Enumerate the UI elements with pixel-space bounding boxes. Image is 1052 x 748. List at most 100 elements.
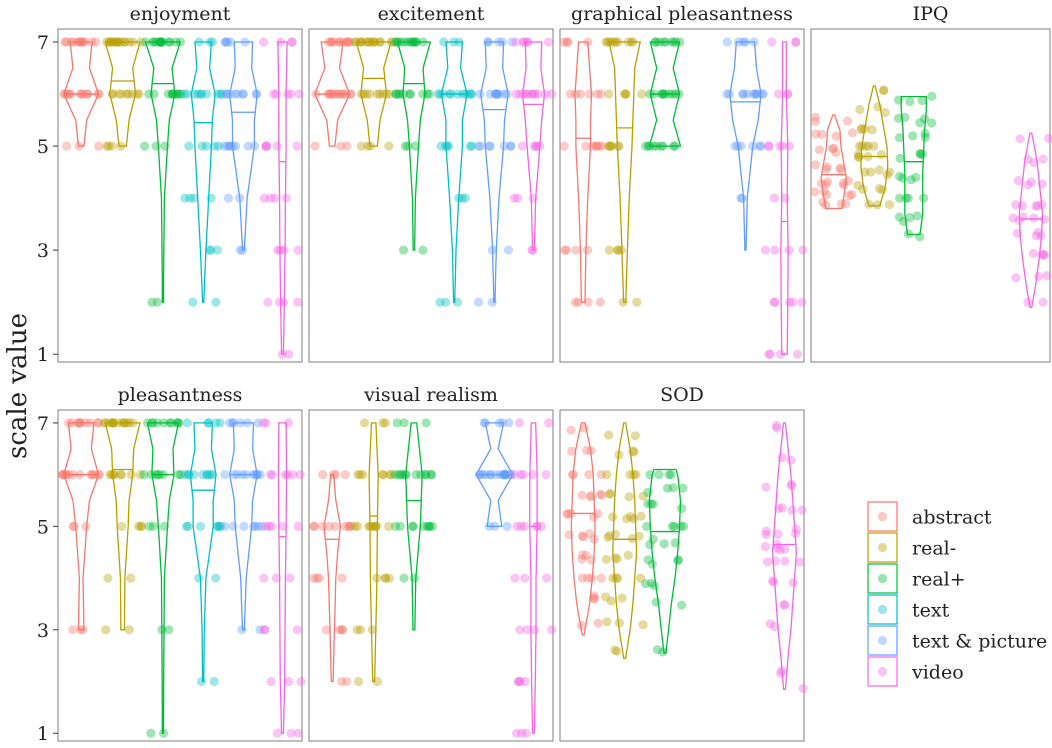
data-point (206, 245, 216, 255)
data-point (602, 470, 612, 480)
data-point (752, 89, 762, 99)
data-point (810, 112, 820, 122)
data-point (529, 625, 540, 635)
data-point (917, 149, 928, 159)
violin-real (391, 37, 434, 255)
violin-real (601, 422, 648, 659)
data-point (179, 89, 189, 99)
violin-real (641, 468, 689, 657)
data-point (223, 193, 233, 203)
data-point (597, 141, 607, 151)
data-point (1032, 201, 1043, 211)
violin-real (853, 85, 895, 210)
data-point (114, 89, 124, 99)
data-point (646, 578, 657, 588)
data-point (399, 573, 409, 583)
data-point (225, 418, 235, 428)
data-point (398, 470, 408, 480)
data-point (573, 297, 583, 307)
data-point (623, 550, 633, 560)
data-point (173, 470, 184, 480)
data-point (769, 193, 780, 203)
data-point (788, 578, 798, 588)
data-point (460, 193, 470, 203)
data-point (122, 89, 132, 99)
data-point (911, 172, 921, 182)
data-point (123, 89, 134, 99)
data-point (676, 521, 686, 532)
data-point (760, 245, 771, 255)
data-point (267, 521, 277, 532)
data-point (288, 470, 298, 480)
legend-item-text: text (867, 594, 950, 625)
data-point (517, 728, 527, 738)
data-point (215, 418, 225, 428)
violin-video (258, 418, 306, 738)
data-point (780, 544, 790, 554)
data-point (518, 470, 529, 480)
data-point (773, 89, 784, 99)
data-point (109, 470, 119, 480)
data-point (353, 521, 363, 532)
data-point (885, 200, 895, 210)
data-point (193, 89, 203, 99)
data-point (107, 470, 117, 480)
data-point (822, 162, 832, 172)
data-point (60, 37, 70, 47)
violin-video (760, 420, 808, 694)
data-point (226, 37, 236, 47)
data-point (220, 521, 230, 532)
data-point (601, 592, 611, 602)
data-point (638, 620, 648, 630)
data-point (843, 116, 853, 126)
data-point (577, 531, 588, 541)
data-point (917, 95, 927, 106)
legend-key (867, 594, 898, 625)
data-point (309, 573, 319, 583)
data-point (578, 550, 588, 560)
data-point (426, 470, 436, 480)
data-point (309, 521, 319, 532)
data-point (385, 470, 395, 480)
data-point (769, 297, 780, 307)
data-point (604, 141, 614, 151)
data-point (345, 37, 355, 47)
data-point (780, 600, 790, 610)
data-point (494, 89, 504, 99)
data-point (643, 555, 653, 565)
data-point (1011, 200, 1021, 210)
data-point (265, 193, 275, 203)
data-point (577, 573, 588, 583)
data-point (107, 141, 117, 151)
data-point (358, 470, 368, 480)
data-point (516, 521, 526, 532)
data-point (595, 489, 606, 499)
data-point (485, 141, 495, 151)
data-point (380, 573, 390, 583)
data-point (610, 553, 621, 563)
data-point (124, 625, 134, 635)
data-point (872, 200, 882, 210)
data-point (521, 728, 531, 738)
data-point (605, 489, 615, 499)
data-point (630, 431, 640, 441)
data-point (530, 89, 540, 99)
data-point (769, 577, 779, 587)
data-point (384, 573, 394, 583)
data-point (261, 418, 271, 428)
data-point (467, 141, 477, 151)
data-point (183, 521, 193, 532)
data-point (410, 141, 420, 151)
data-point (378, 470, 388, 480)
data-point (94, 141, 104, 151)
data-point (879, 85, 889, 95)
data-point (274, 297, 285, 307)
violin-outline (648, 468, 682, 654)
data-point (286, 89, 296, 99)
data-point (823, 177, 833, 187)
data-point (509, 193, 519, 203)
facet-title: graphical pleasantness (571, 3, 793, 25)
violin-real (350, 418, 396, 687)
